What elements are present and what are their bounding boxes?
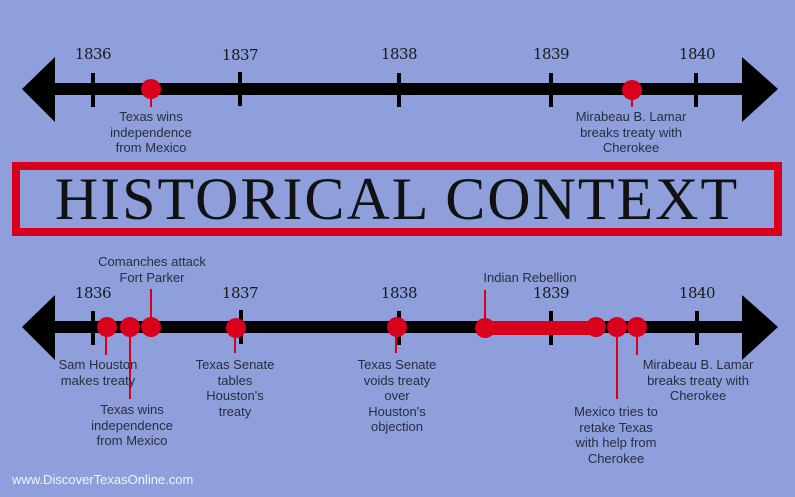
- tick-1836: [91, 73, 95, 107]
- right-arrow-icon: [742, 295, 778, 360]
- tick-1840: [695, 311, 699, 345]
- event-label-texas-independence: Texas wins independence from Mexico: [91, 402, 173, 448]
- tick-1838: [397, 73, 401, 107]
- left-arrow-icon: [22, 57, 55, 122]
- year-label: 1840: [678, 45, 716, 63]
- year-label: 1837: [221, 46, 259, 64]
- event-label-houston-treaty: Sam Houston makes treaty: [58, 357, 138, 388]
- event-dot: [387, 317, 407, 337]
- footer-url: www.DiscoverTexasOnline.com: [12, 472, 194, 487]
- tick-1840: [694, 73, 698, 107]
- event-label-senate-voids: Texas Senate voids treaty over Houston's…: [357, 357, 437, 434]
- top-timeline-axis: [22, 57, 778, 122]
- year-label: 1839: [532, 284, 570, 302]
- year-label: 1836: [74, 45, 112, 63]
- top-timeline-events: [141, 79, 642, 107]
- page-title: HISTORICAL CONTEXT: [54, 166, 740, 232]
- bottom-timeline-events: [97, 289, 647, 399]
- tick-1836: [91, 311, 95, 345]
- year-label: 1838: [380, 284, 418, 302]
- event-label-fort-parker: Comanches attack Fort Parker: [98, 254, 206, 285]
- event-label-senate-tables: Texas Senate tables Houston's treaty: [195, 357, 275, 419]
- event-dot: [475, 318, 495, 338]
- year-label: 1836: [74, 284, 112, 302]
- left-arrow-icon: [22, 295, 55, 360]
- event-label-lamar-breaks-treaty: Mirabeau B. Lamar breaks treaty with Che…: [575, 109, 687, 155]
- year-label: 1839: [532, 45, 570, 63]
- title-banner: HISTORICAL CONTEXT: [12, 162, 782, 236]
- event-label-indian-rebellion: Indian Rebellion: [483, 270, 577, 285]
- event-label-texas-independence: Texas wins independence from Mexico: [110, 109, 192, 155]
- event-dot: [97, 317, 117, 337]
- event-dot: [141, 317, 161, 337]
- event-dot: [226, 318, 246, 338]
- event-dot: [607, 317, 627, 337]
- event-label-mexico-retake: Mexico tries to retake Texas with help f…: [574, 404, 658, 466]
- rebellion-span-bar: [484, 321, 596, 335]
- event-dot: [120, 317, 140, 337]
- year-label: 1840: [678, 284, 716, 302]
- event-dot: [622, 80, 642, 100]
- event-dot: [586, 317, 606, 337]
- event-dot: [627, 317, 647, 337]
- year-label: 1838: [380, 45, 418, 63]
- year-label: 1837: [221, 284, 259, 302]
- tick-1837: [238, 72, 242, 106]
- event-dot: [141, 79, 161, 99]
- tick-1839: [549, 73, 553, 107]
- right-arrow-icon: [742, 57, 778, 122]
- event-label-lamar-breaks-treaty: Mirabeau B. Lamar breaks treaty with Che…: [642, 357, 754, 403]
